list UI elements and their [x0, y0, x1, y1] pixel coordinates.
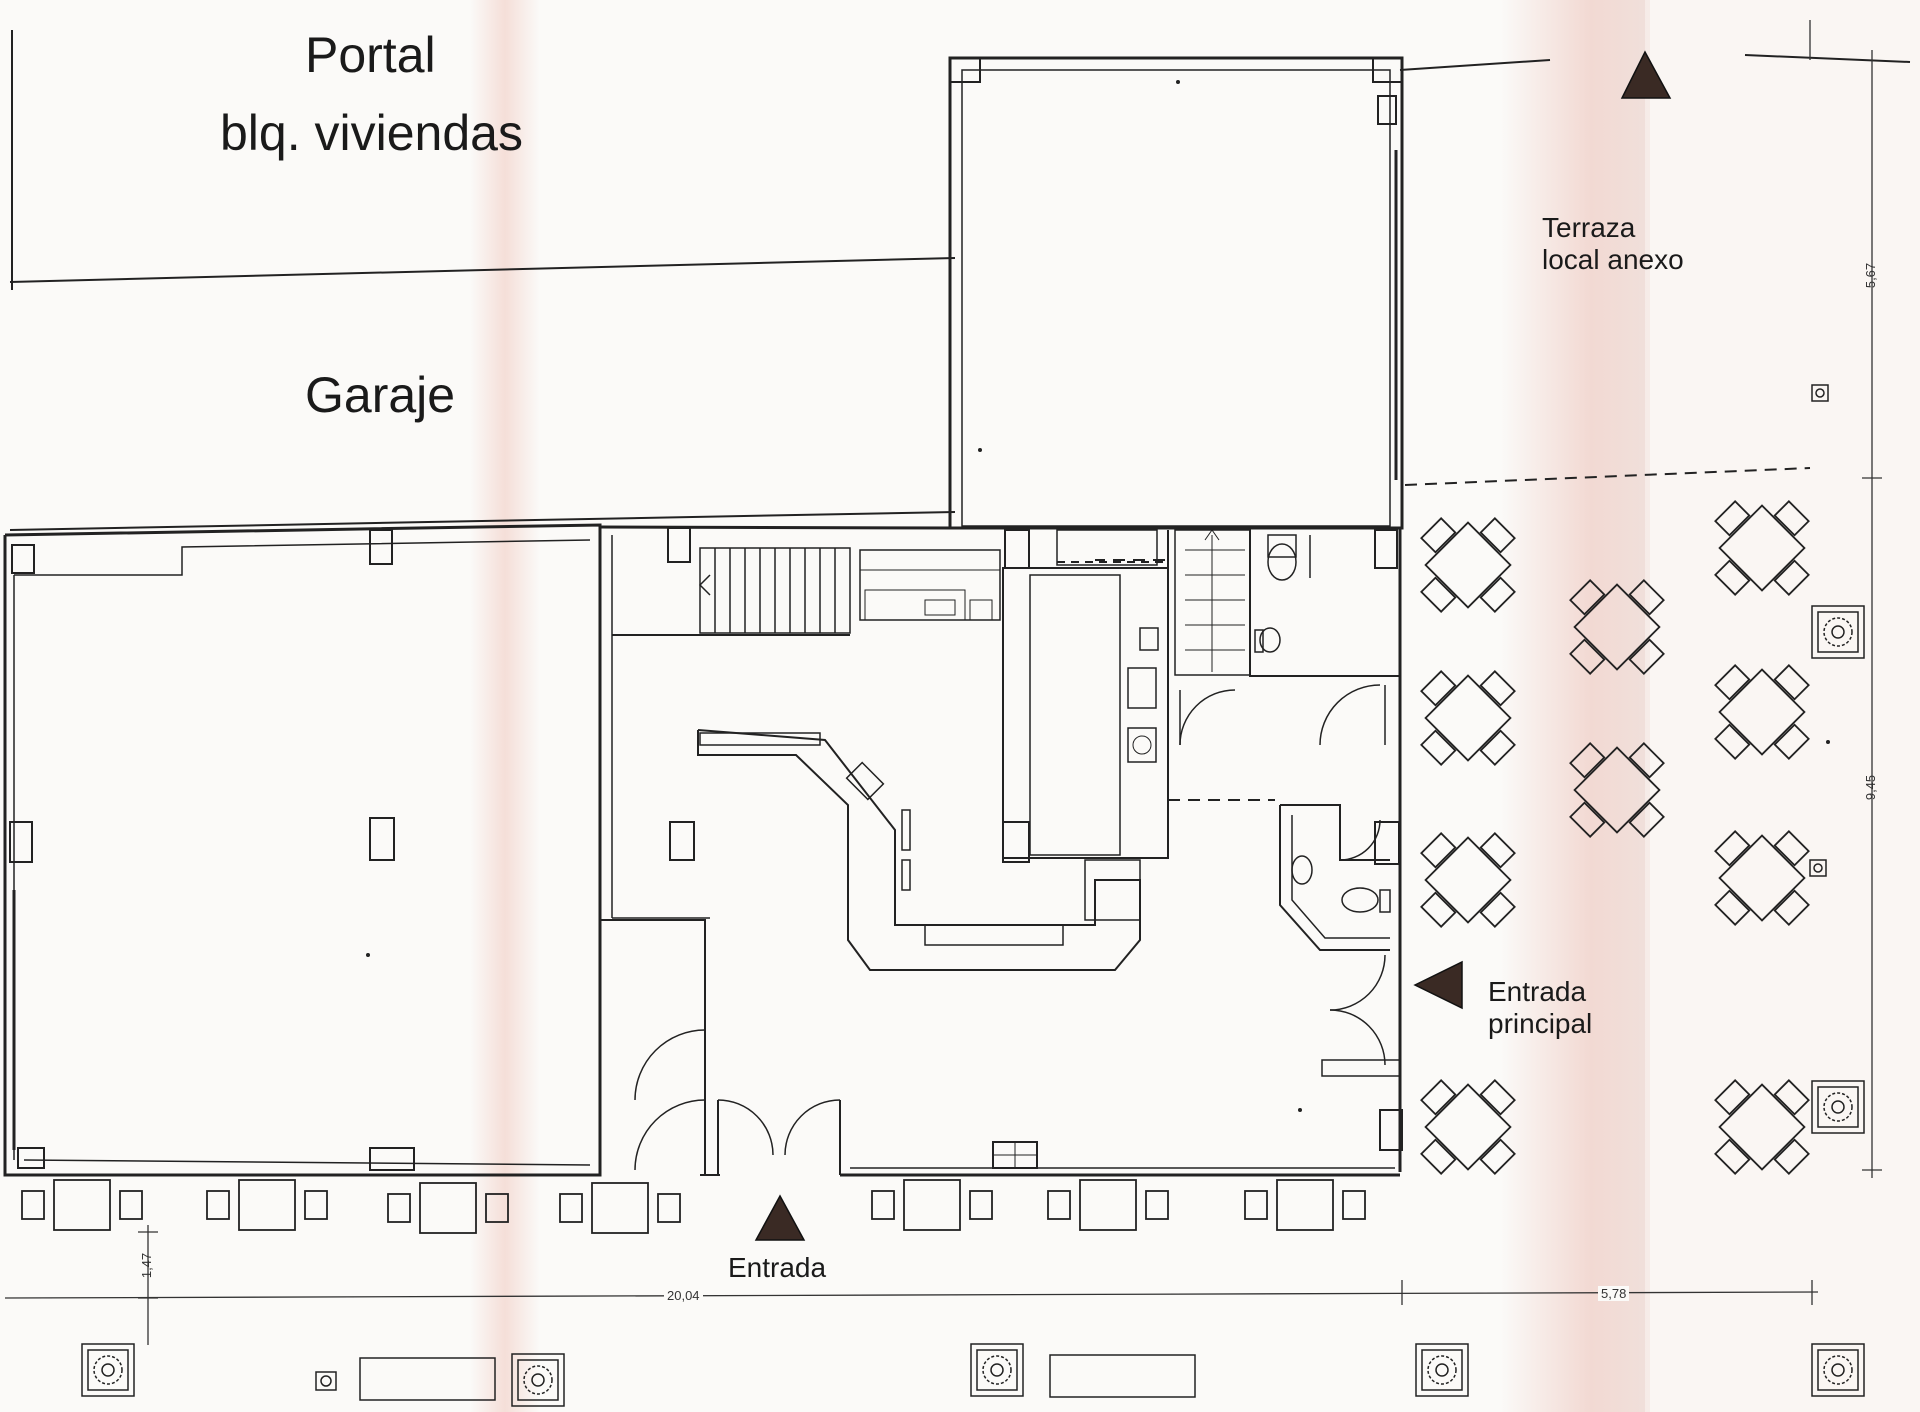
kitchen	[859, 529, 1169, 859]
restaurant-walls	[598, 525, 1403, 1177]
entrance-doors	[634, 1029, 841, 1171]
upper-room	[948, 56, 1404, 530]
dimension-sidewalk-depth: 1,47	[139, 1252, 155, 1279]
terrace-tables	[1420, 500, 1810, 1175]
entrada-triangle-icon	[754, 1194, 806, 1241]
entrada-principal-label-line2: principal	[1488, 1008, 1593, 1039]
entrada-principal-triangle-icon	[1413, 960, 1463, 1010]
staircase	[612, 547, 851, 636]
entrada-label: Entrada	[728, 1252, 827, 1283]
toilets	[1174, 527, 1401, 1077]
paper-fold-shading-right	[1500, 0, 1650, 1412]
entrada-principal-label-line1: Entrada	[1488, 976, 1587, 1007]
portal-label-line2: blq. viviendas	[220, 105, 523, 161]
dimension-terrace-depth-lower: 9,45	[1863, 774, 1879, 801]
terrace-boundary	[1095, 467, 1811, 801]
dimension-front-width: 20,04	[664, 1288, 703, 1303]
terraza-label-line1: Terraza	[1542, 212, 1636, 243]
paper-fold-shading-left	[470, 0, 540, 1412]
entrance-markers	[754, 50, 1672, 1241]
north-triangle-icon	[1620, 50, 1672, 99]
terraza-label-line2: local anexo	[1542, 244, 1684, 275]
garaje-label: Garaje	[305, 367, 456, 423]
left-premises	[3, 523, 602, 1177]
neighbour-boundaries	[9, 30, 1911, 531]
tree-planters	[81, 605, 1865, 1407]
street-fixtures	[315, 384, 1830, 1401]
dimension-terrace-width: 5,78	[1598, 1286, 1630, 1301]
paper-edge-shading	[1645, 0, 1920, 1412]
portal-label-line1: Portal	[305, 27, 436, 83]
dimension-lines	[4, 20, 1882, 1345]
bar-counter	[697, 729, 1141, 971]
sidewalk-tables	[21, 1179, 1366, 1234]
dimension-terrace-depth-upper: 5,67	[1863, 262, 1879, 289]
